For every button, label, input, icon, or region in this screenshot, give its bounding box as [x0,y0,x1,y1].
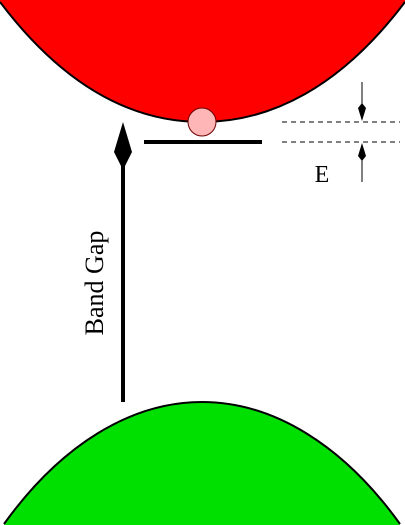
valence-band [0,402,405,525]
carrier-dot [187,107,217,137]
band-gap-label: Band Gap [80,231,109,336]
energy-label: E [315,162,330,188]
band-gap-arrow-head [114,122,132,170]
valence-band-edge [3,400,401,525]
energy-arrow-top-head [358,103,366,121]
energy-arrow-bottom-head [358,143,366,161]
conduction-band [0,0,405,122]
